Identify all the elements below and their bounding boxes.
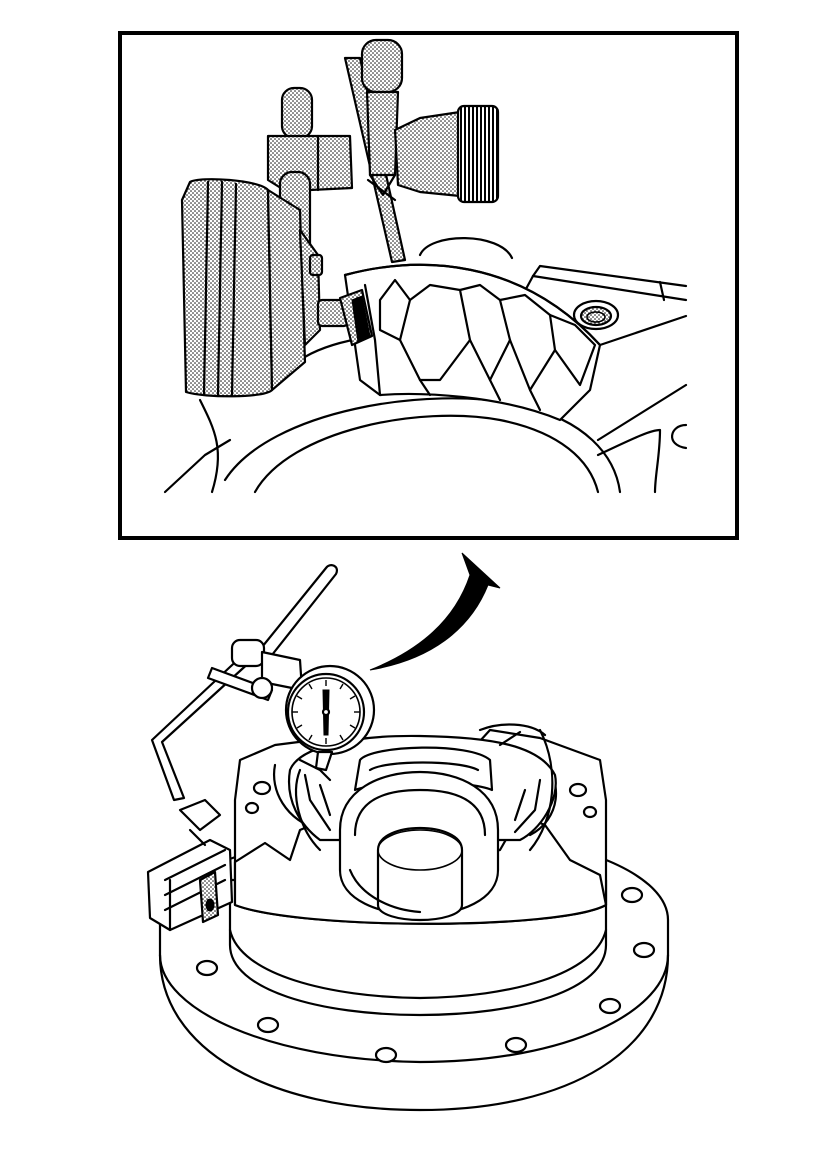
magnetic-base	[146, 798, 234, 932]
axle-shaft	[338, 770, 500, 922]
bolt-hole	[244, 801, 260, 815]
bolt-hole	[252, 780, 272, 796]
bolt-hole	[620, 886, 644, 904]
contact-plunger	[308, 253, 374, 347]
ring-gear-teeth	[343, 263, 602, 422]
knurled-knob	[393, 104, 500, 204]
overall-view	[146, 564, 670, 1112]
detail-view	[118, 31, 739, 540]
bolt-hole	[632, 941, 656, 959]
bolt-hole	[195, 959, 219, 977]
detail-housing	[163, 237, 688, 494]
bolt-hole	[256, 1016, 280, 1034]
threaded-hole	[572, 299, 620, 331]
bolt-hole	[504, 1036, 528, 1054]
dial-indicator-body	[180, 178, 322, 398]
bolt-hole	[598, 997, 622, 1015]
rod-clamp	[230, 638, 304, 700]
callout-arrow	[369, 552, 501, 671]
bolt-hole	[374, 1046, 398, 1064]
dial-indicator	[284, 664, 376, 782]
indicator-stem	[343, 38, 407, 264]
bolt-hole	[568, 782, 588, 798]
dial-gauge-ticks	[292, 680, 360, 744]
bolt-hole	[582, 805, 598, 819]
